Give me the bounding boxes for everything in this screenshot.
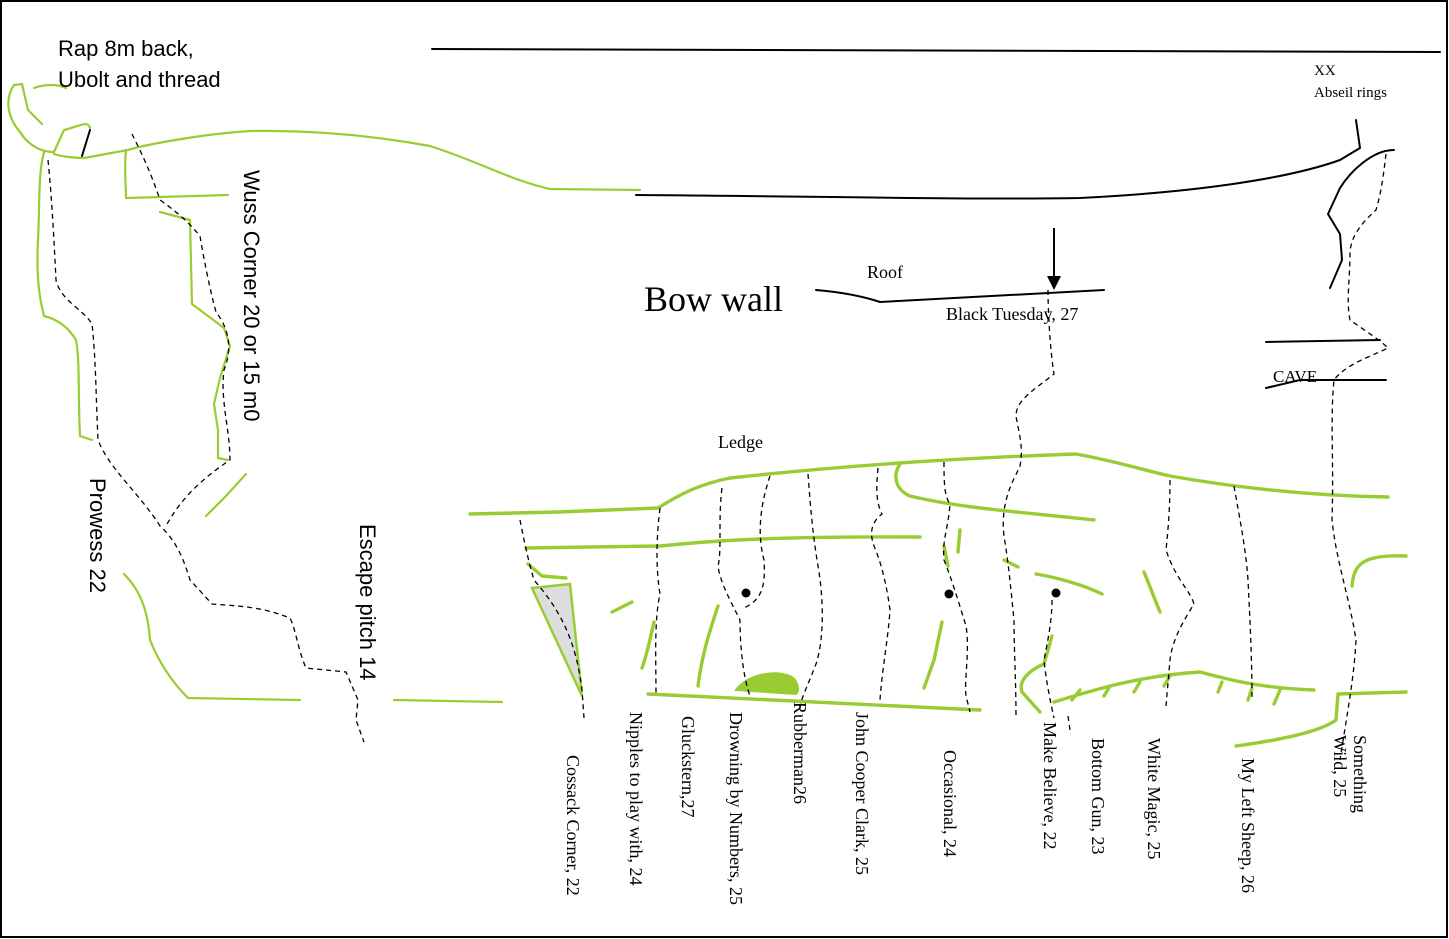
route-label: Occasional, 24: [940, 750, 960, 857]
route-label: Gluckstern,27: [678, 716, 698, 817]
roof-label: Roof: [867, 262, 903, 282]
route-label: White Magic, 25: [1144, 738, 1164, 859]
route-label: Make Believe, 22: [1040, 722, 1060, 849]
rap-label-line1: Rap 8m back,: [58, 36, 194, 61]
prowess-label: Prowess 22: [85, 478, 110, 593]
route-label: Bottom Gun, 23: [1088, 738, 1108, 855]
route-label-line2: Wild, 25: [1330, 735, 1350, 797]
rap-label-line2: Ubolt and thread: [58, 67, 221, 92]
route-label: Rubberman26: [790, 702, 810, 804]
abseil-xx-label: XX: [1314, 63, 1336, 79]
route-label: Drowning by Numbers, 25: [726, 712, 746, 905]
route-lines: [47, 133, 1390, 761]
page-title: Bow wall: [644, 279, 783, 319]
rock-outlines: [7, 82, 1408, 748]
black-tuesday-label: Black Tuesday, 27: [946, 304, 1078, 324]
route-label: Nipples to play with, 24: [626, 712, 646, 886]
abseil-rings-label: Abseil rings: [1314, 85, 1387, 101]
black-features: [81, 119, 1395, 599]
route-label: John Cooper Clark, 25: [852, 712, 872, 875]
escape-pitch-label: Escape pitch 14: [355, 524, 380, 681]
labels: Rap 8m back, Ubolt and thread XX Abseil …: [58, 36, 1387, 905]
wuss-corner-label: Wuss Corner 20 or 15 m0: [239, 170, 264, 421]
cave-label: CAVE: [1273, 367, 1317, 386]
route-label: Cossack Corner, 22: [563, 755, 583, 896]
route-name-labels: Cossack Corner, 22 Nipples to play with,…: [563, 702, 1370, 905]
ledge-label: Ledge: [718, 432, 763, 452]
route-label-line1: Something: [1350, 735, 1370, 813]
route-label: My Left Sheep, 26: [1238, 758, 1258, 893]
